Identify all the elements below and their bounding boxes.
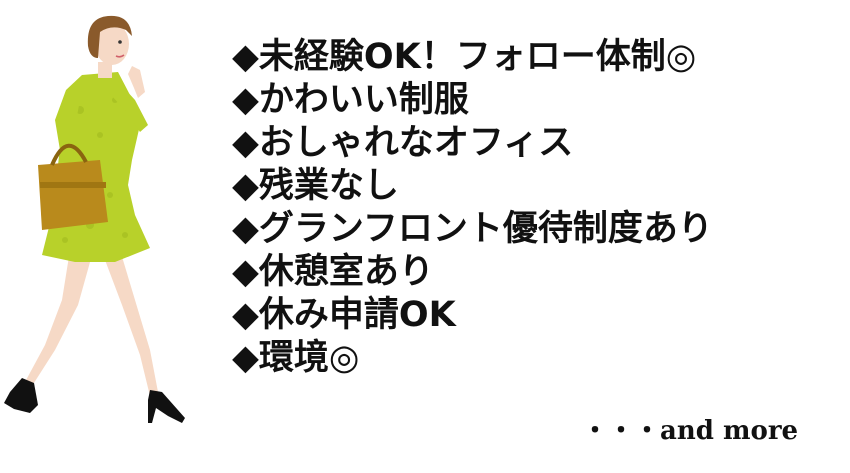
feature-item: ◆グランフロント優待制度あり	[232, 209, 713, 249]
bag-handle	[50, 143, 88, 166]
woman-illustration	[4, 15, 185, 423]
and-more-text: ・・・and more	[582, 416, 799, 446]
eye	[118, 40, 122, 44]
feature-item: ◆休み申請OK	[232, 295, 456, 335]
front-shoe	[4, 378, 38, 413]
feature-list: ◆未経験OK！フォロー体制◎ ◆かわいい制服 ◆おしゃれなオフィス ◆残業なし …	[232, 36, 713, 380]
back-shoe	[148, 390, 185, 423]
feature-item: ◆環境◎	[232, 338, 360, 378]
face	[95, 23, 129, 65]
back-leg	[105, 250, 158, 396]
feature-item: ◆未経験OK！フォロー体制◎	[232, 37, 697, 77]
hair	[87, 15, 132, 59]
feature-item: ◆休憩室あり	[232, 252, 434, 292]
arm-sleeve	[108, 78, 148, 132]
raised-hand	[128, 66, 145, 98]
feature-item: ◆かわいい制服	[232, 80, 469, 120]
front-leg	[25, 250, 92, 386]
bag-strap	[40, 182, 106, 188]
feature-item: ◆残業なし	[232, 166, 399, 206]
lips	[115, 54, 125, 58]
neck	[98, 62, 112, 78]
feature-item: ◆おしゃれなオフィス	[232, 123, 574, 163]
bag	[38, 160, 108, 230]
